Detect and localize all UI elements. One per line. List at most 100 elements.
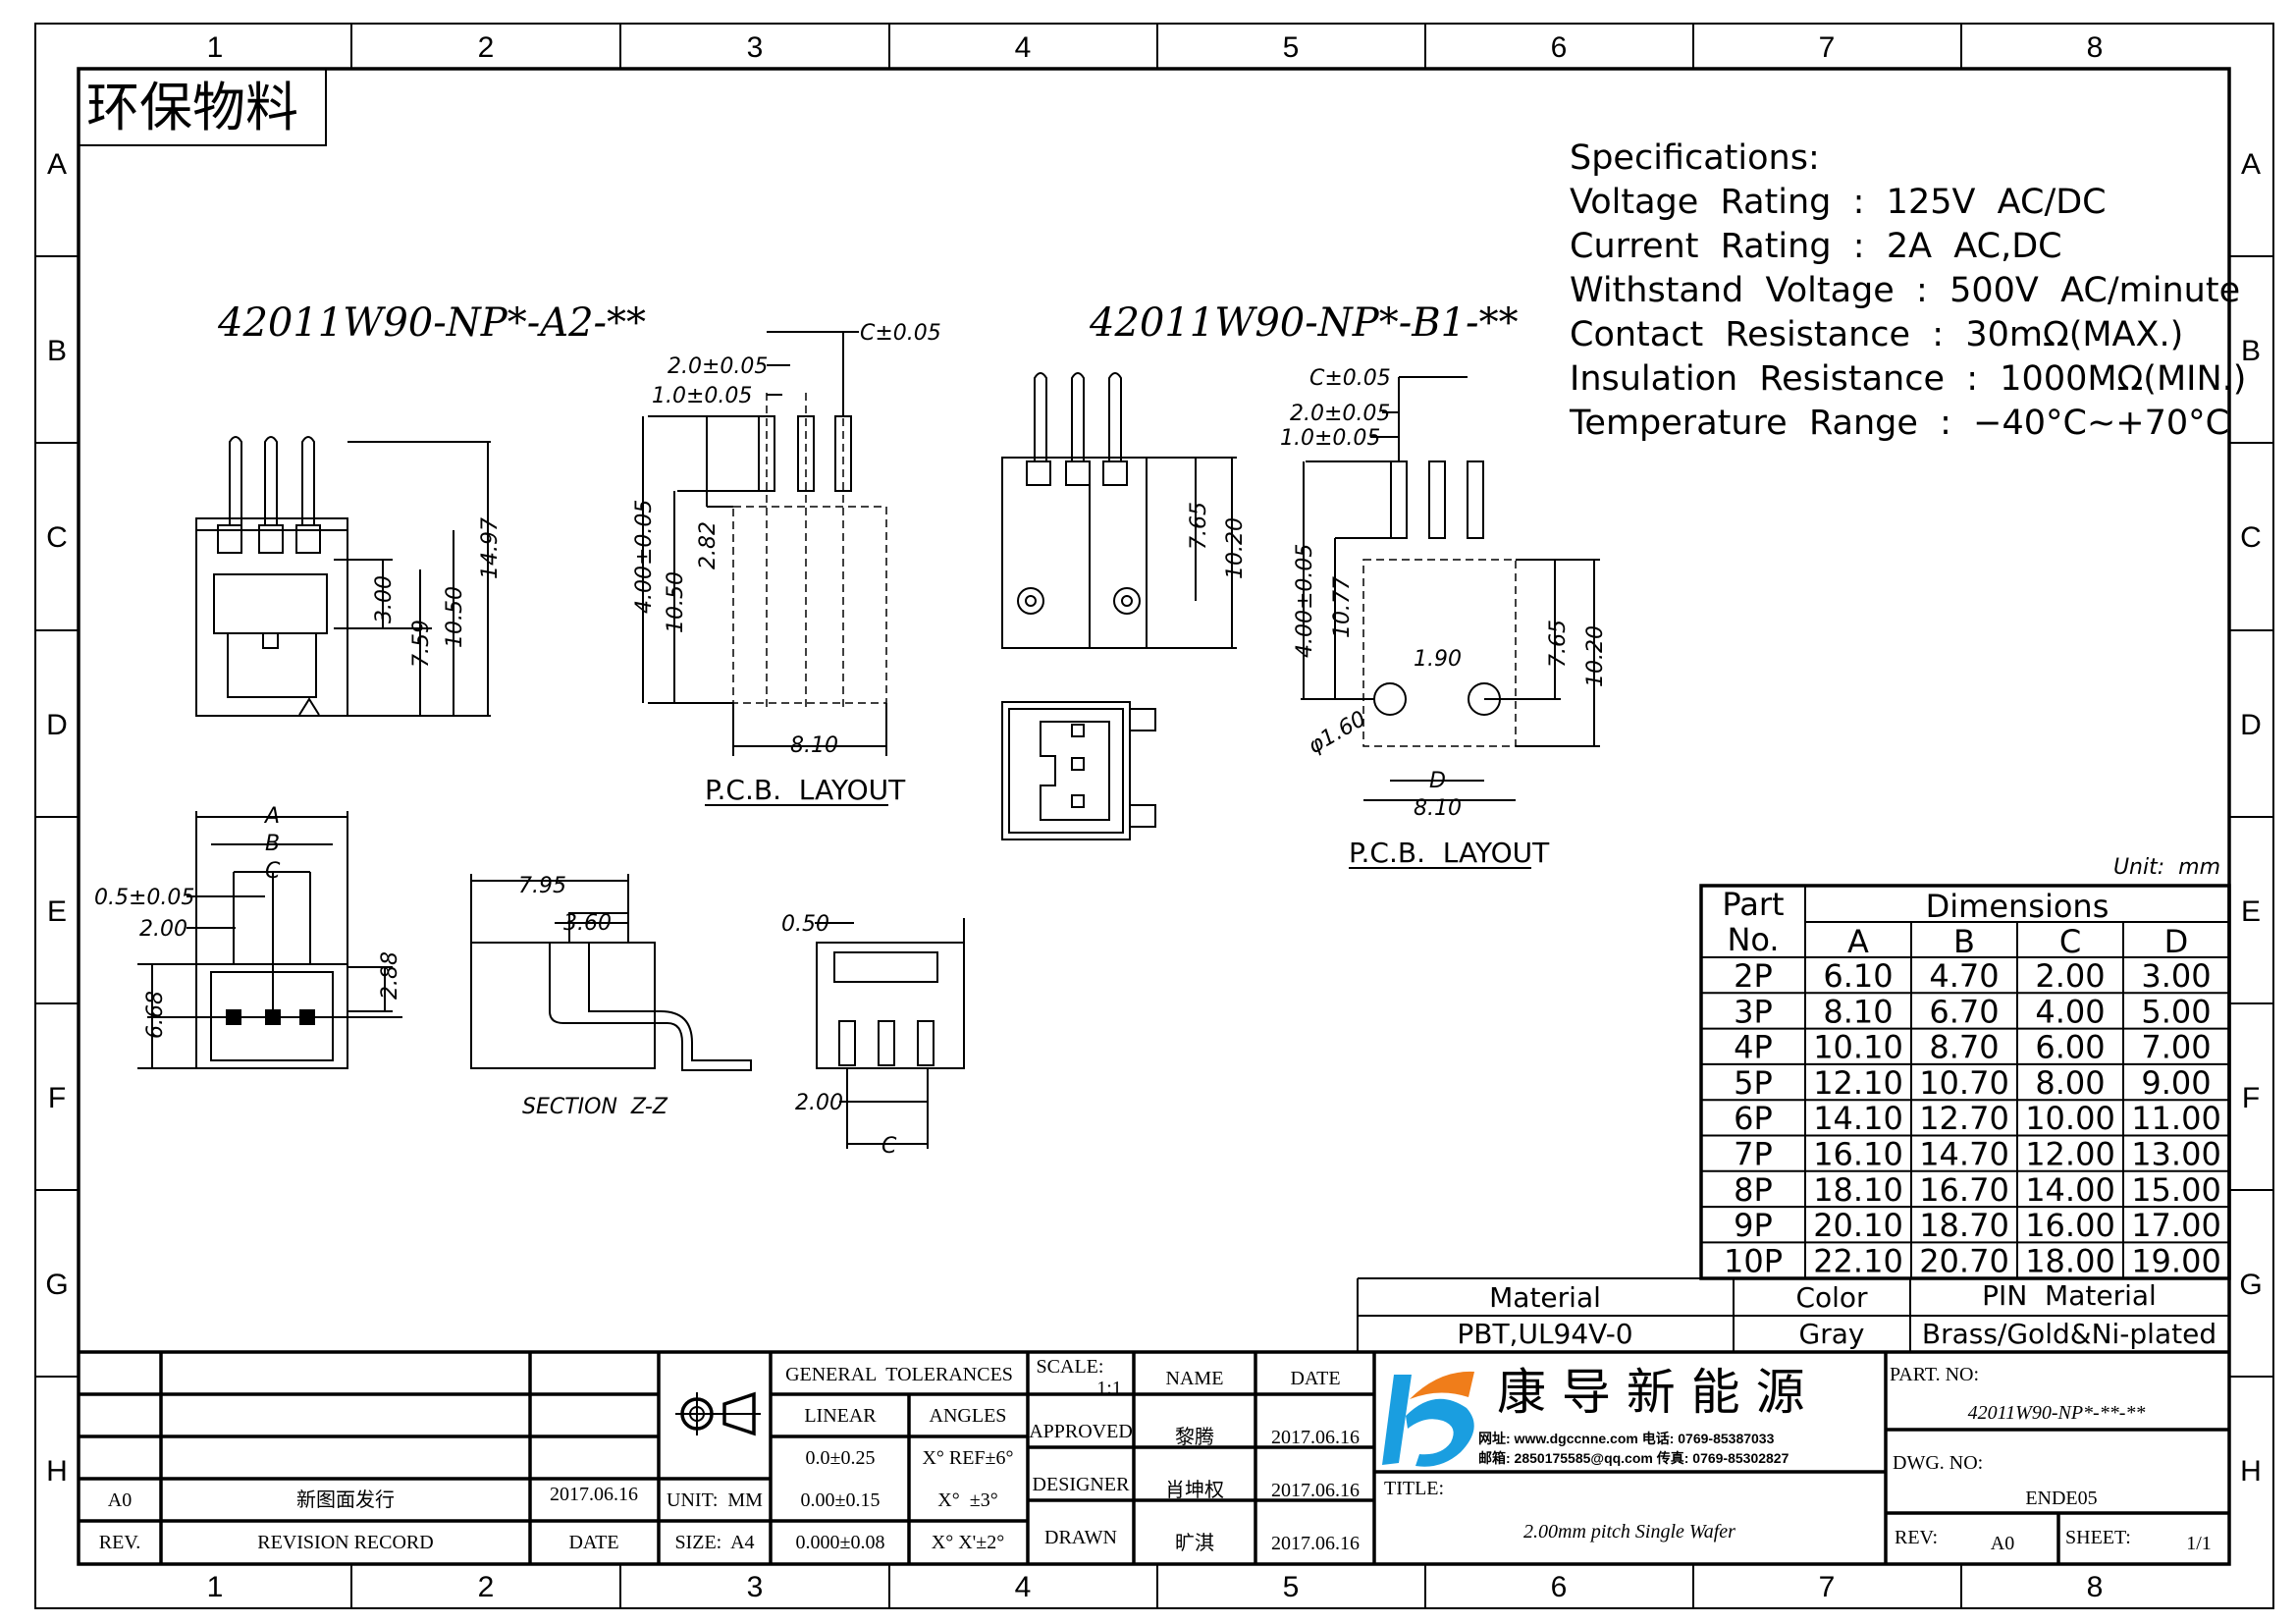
rev-header: REV. [99, 1532, 140, 1553]
col-label: 2 [478, 1571, 495, 1603]
part-no-cell: 7P [1734, 1136, 1773, 1173]
dim-label: 2.00 [139, 917, 187, 942]
row-label: B [2241, 335, 2261, 367]
signoff-name: 肖坤权 [1165, 1478, 1224, 1501]
row-label: G [2239, 1269, 2262, 1301]
dimension-cell: 14.70 [1919, 1136, 2009, 1173]
b1-bottom-view [1001, 701, 1156, 840]
dim-label: C [881, 1134, 897, 1159]
dimension-cell: 18.70 [1919, 1207, 2009, 1244]
col-label: 2 [478, 31, 495, 64]
section-view [470, 874, 752, 1071]
part-header: Part [1722, 886, 1784, 923]
side-view [815, 918, 965, 1149]
linear-label: LINEAR [804, 1405, 877, 1427]
col-label: 1 [207, 31, 224, 64]
dimension-cell: 5.00 [2141, 993, 2211, 1030]
front-view [137, 811, 402, 1069]
name-header: NAME [1166, 1368, 1224, 1389]
record-header: REVISION RECORD [257, 1532, 433, 1553]
dimension-table [1699, 884, 2231, 1280]
dimension-cell: 12.70 [1919, 1100, 2009, 1137]
col-label: 3 [747, 1571, 764, 1603]
material-label: Material [1489, 1281, 1601, 1314]
part-no-cell: 3P [1734, 993, 1773, 1030]
front-dimensions: A B C 0.5±0.05 2.00 6.68 2.88 [94, 804, 402, 1039]
rev-label: REV: [1895, 1527, 1938, 1548]
eco-stamp-box [78, 68, 327, 146]
dimensions-header: Dimensions [1926, 888, 2109, 925]
dimension-cell: 6.70 [1929, 993, 1999, 1030]
row-label: D [46, 709, 68, 741]
signoff-date: 2017.06.16 [1271, 1480, 1360, 1501]
dimension-cell: 17.00 [2131, 1207, 2221, 1244]
pcb-layout-label: P.C.B. LAYOUT [705, 774, 906, 806]
col-label: 1 [207, 1571, 224, 1603]
side-dimensions: 0.50 2.00 C [781, 912, 897, 1159]
part-header: No. [1727, 921, 1779, 958]
part-no-label: PART. NO: [1890, 1364, 1979, 1385]
col-label: 5 [1283, 1571, 1300, 1603]
dimension-cell: 8.00 [2035, 1064, 2105, 1102]
dimension-cell: 11.00 [2131, 1100, 2221, 1137]
row-label: F [48, 1082, 66, 1114]
dimension-cell: 8.10 [1823, 993, 1893, 1030]
scale-label: SCALE: [1037, 1356, 1104, 1378]
company-logo [1382, 1371, 1474, 1467]
dim-label: 10.50 [664, 571, 688, 633]
dim-label: 10.50 [443, 586, 467, 648]
row-label: G [45, 1269, 68, 1301]
dim-label: A [263, 804, 280, 829]
dim-label: 8.10 [1414, 796, 1462, 821]
part-label-b1: 42011W90-NP*-B1-** [1089, 300, 1519, 346]
pcb-layout-2 [1301, 376, 1600, 869]
scale-value: 1:1 [1096, 1378, 1122, 1399]
dim-label: 0.50 [781, 912, 829, 937]
dimension-cell: 10.70 [1919, 1064, 2009, 1102]
title-block-lines [79, 1350, 2229, 1564]
signoff-name: 黎腾 [1175, 1425, 1214, 1448]
unit-label: Unit: mm [2113, 855, 2220, 880]
col-header: A [1847, 923, 1869, 960]
material-value: PBT,UL94V-0 [1457, 1318, 1632, 1350]
part-no-cell: 9P [1734, 1207, 1773, 1244]
dim-label: 7.59 [409, 620, 434, 668]
dimension-cell: 18.10 [1813, 1171, 1903, 1209]
row-label: H [46, 1455, 68, 1488]
dimension-cell: 18.00 [2025, 1242, 2115, 1279]
row-label: E [2241, 895, 2261, 928]
pcb-layout-1 [642, 331, 888, 806]
spec-line: Current Rating : 2A AC,DC [1570, 227, 2062, 266]
dimension-cell: 7.00 [2141, 1029, 2211, 1066]
dimension-cell: 3.00 [2141, 957, 2211, 995]
dimension-cell: 6.10 [1823, 957, 1893, 995]
dim-label: 0.5±0.05 [94, 886, 194, 910]
row-label: C [2240, 521, 2262, 554]
materials-table [1357, 1277, 2229, 1352]
dimension-cell: 12.10 [1813, 1064, 1903, 1102]
title-block-text: A0 新图面发行 2017.06.16 REV. REVISION RECORD… [99, 1356, 1360, 1554]
dim-label: 2.0±0.05 [1290, 402, 1390, 426]
eco-stamp: 环保物料 [86, 77, 298, 138]
spec-title: Specifications: [1570, 138, 1820, 178]
row-label: A [47, 148, 67, 181]
col-label: 6 [1551, 31, 1568, 64]
dim-label: 6.68 [143, 991, 168, 1039]
signoff-name: 旷淇 [1175, 1531, 1214, 1554]
angle-tol: X° ±3° [937, 1489, 997, 1511]
section-dimensions: 7.95 3.60 [518, 874, 612, 936]
dimension-cell: 14.10 [1813, 1100, 1903, 1137]
dimension-cell: 19.00 [2131, 1242, 2221, 1279]
pcb1-dimensions: C±0.05 2.0±0.05 1.0±0.05 4.00±0.05 10.50… [632, 321, 941, 758]
part-no: 42011W90-NP*-**-** [1968, 1402, 2146, 1424]
spec-line: Voltage Rating : 125V AC/DC [1570, 183, 2107, 222]
dim-label: 1.0±0.05 [1280, 426, 1380, 451]
dim-label: 2.88 [378, 951, 402, 1000]
pcb-layout-label: P.C.B. LAYOUT [1349, 837, 1550, 869]
drawing-title: 2.00mm pitch Single Wafer [1523, 1521, 1735, 1543]
dimension-cell: 4.00 [2035, 993, 2105, 1030]
col-label: 3 [747, 31, 764, 64]
col-label: 5 [1283, 31, 1300, 64]
dim-label: 10.20 [1223, 517, 1248, 579]
